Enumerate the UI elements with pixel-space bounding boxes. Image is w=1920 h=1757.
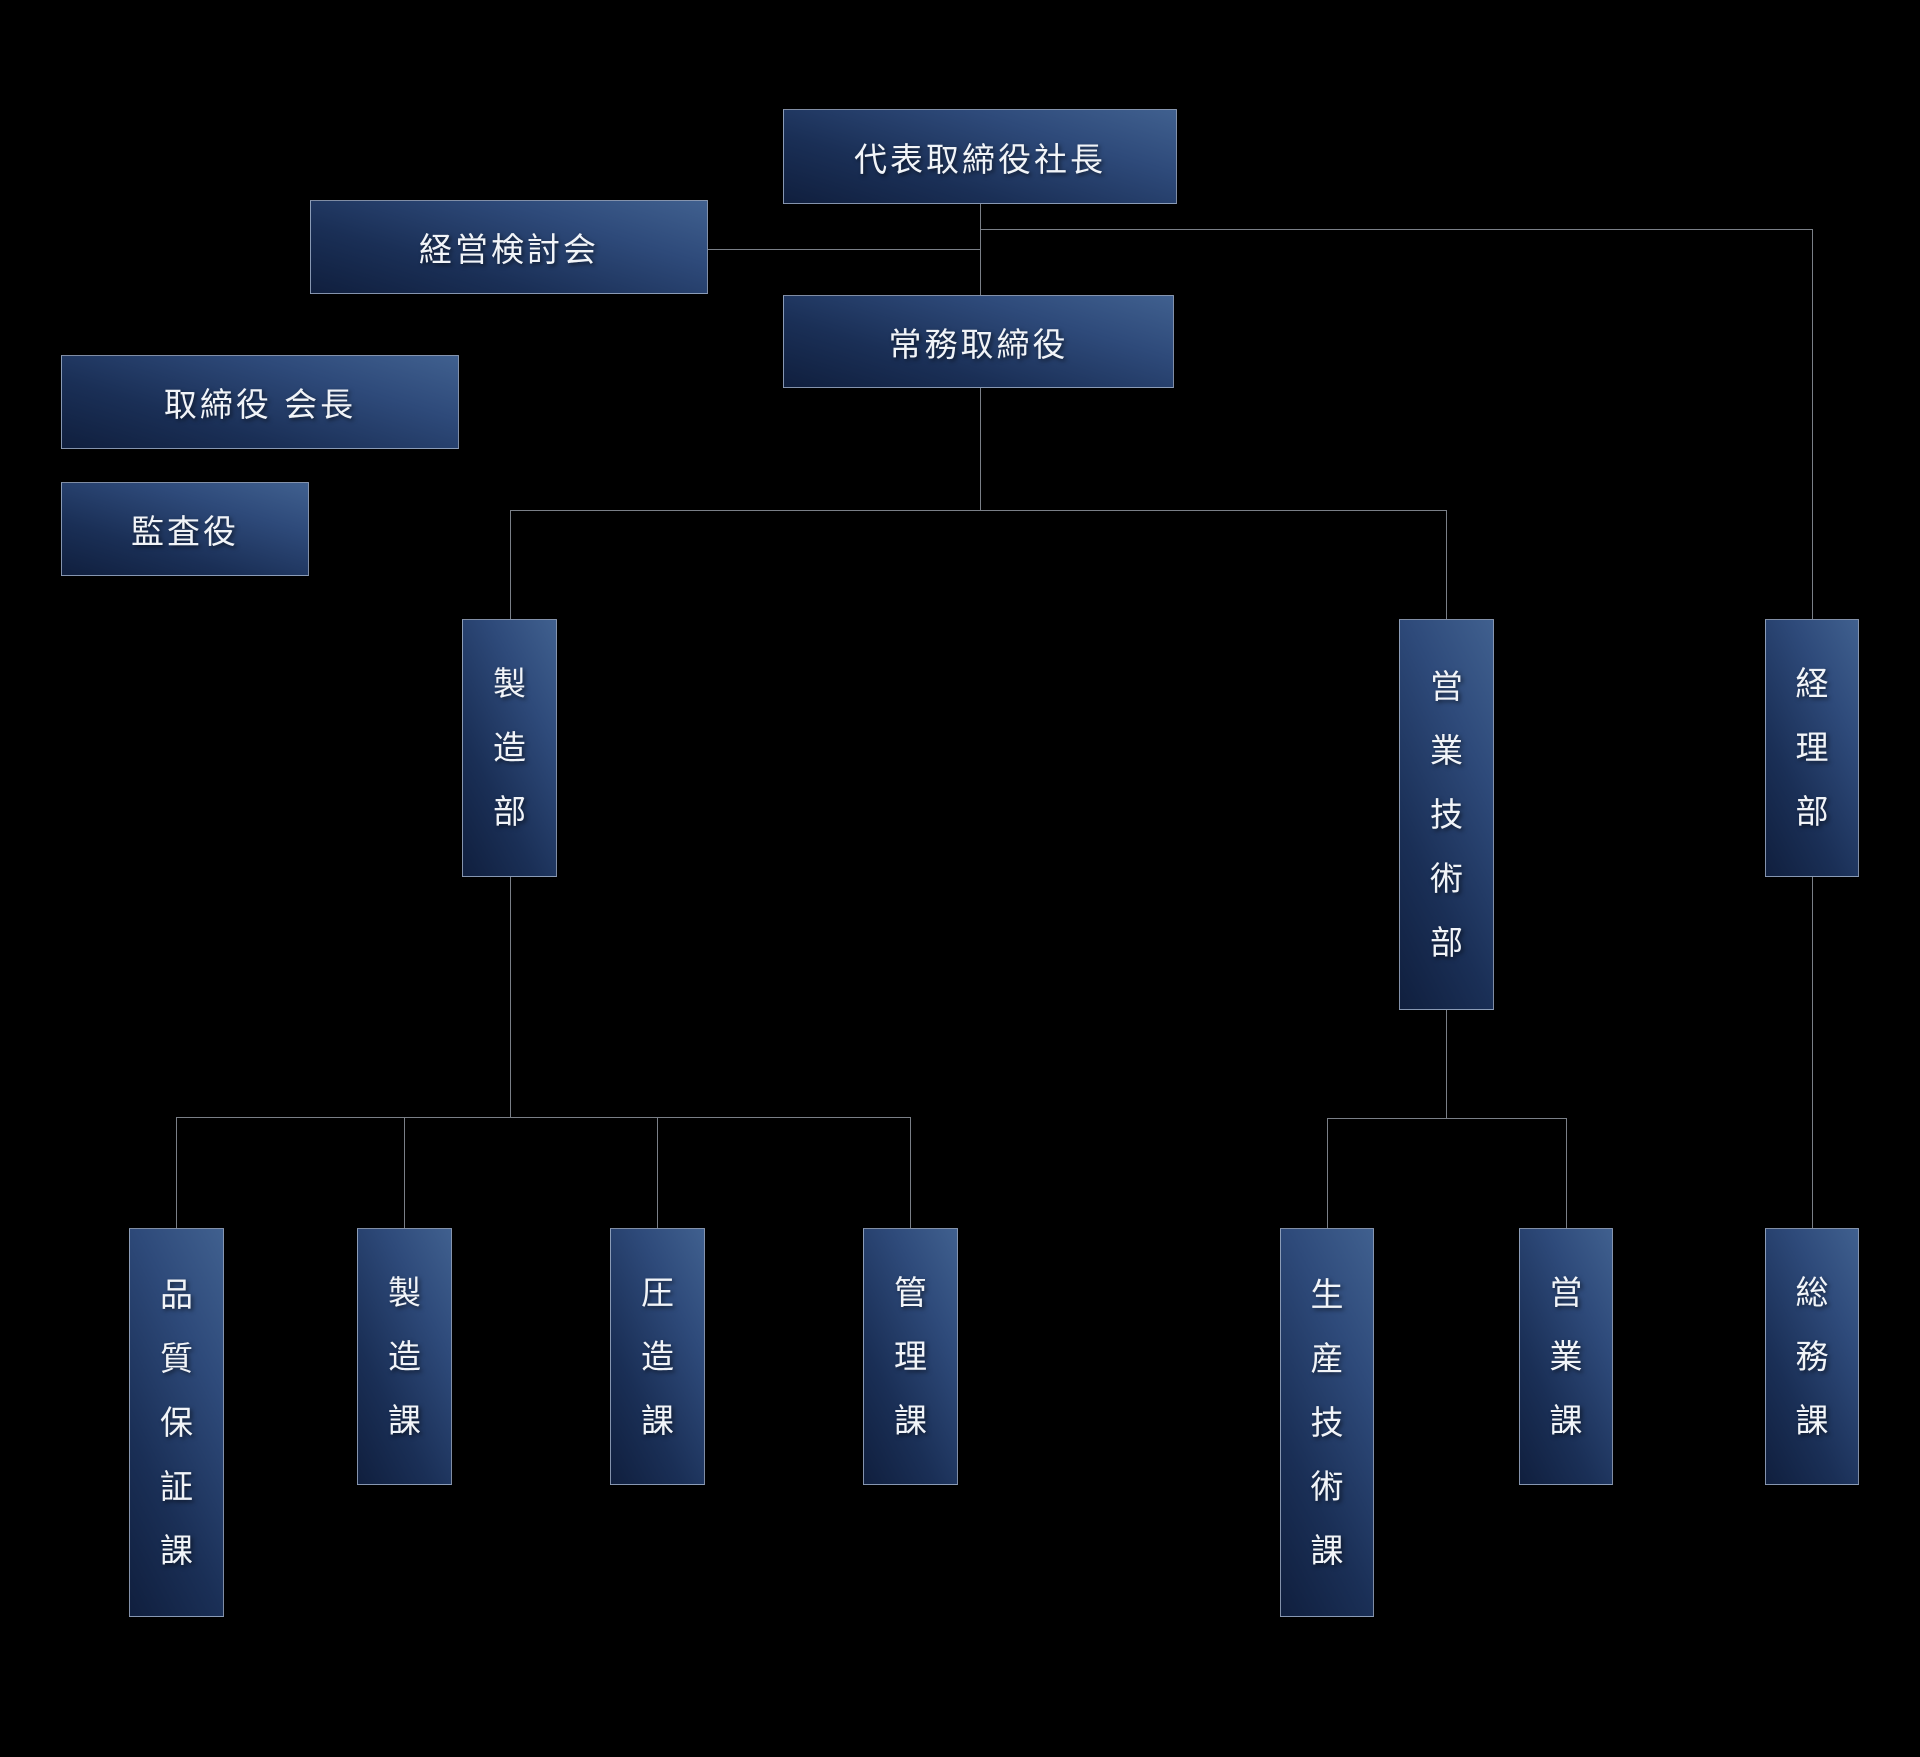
org-node-manufacturing-section[interactable]: 製 造 課 [357, 1228, 452, 1485]
connector-line [404, 1117, 405, 1228]
connector-line [510, 510, 511, 619]
org-node-administration-section[interactable]: 管 理 課 [863, 1228, 958, 1485]
connector-line [1446, 510, 1447, 619]
connector-line [510, 510, 1447, 511]
connector-line [1812, 229, 1813, 619]
connector-line [176, 1117, 911, 1118]
org-node-managing-director[interactable]: 常務取締役 [783, 295, 1174, 388]
org-node-manufacturing-dept[interactable]: 製 造 部 [462, 619, 557, 877]
connector-line [708, 249, 981, 250]
connector-line [1812, 877, 1813, 1228]
org-node-production-engineering-section[interactable]: 生 産 技 術 課 [1280, 1228, 1374, 1617]
org-node-management-review-committee[interactable]: 経営検討会 [310, 200, 708, 294]
connector-line [910, 1117, 911, 1228]
org-node-sales-engineering-dept[interactable]: 営 業 技 術 部 [1399, 619, 1494, 1010]
connector-line [980, 388, 981, 510]
connector-line [1566, 1118, 1567, 1228]
org-node-forging-section[interactable]: 圧 造 課 [610, 1228, 705, 1485]
org-node-director-chairman[interactable]: 取締役 会長 [61, 355, 459, 449]
org-node-quality-assurance-section[interactable]: 品 質 保 証 課 [129, 1228, 224, 1617]
org-node-sales-section[interactable]: 営 業 課 [1519, 1228, 1613, 1485]
org-node-general-affairs-section[interactable]: 総 務 課 [1765, 1228, 1859, 1485]
org-node-accounting-dept[interactable]: 経 理 部 [1765, 619, 1859, 877]
connector-line [176, 1117, 177, 1228]
connector-line [1327, 1118, 1328, 1228]
connector-line [510, 877, 511, 1117]
org-node-auditor[interactable]: 監査役 [61, 482, 309, 576]
connector-line [1446, 1010, 1447, 1118]
connector-line [980, 229, 1813, 230]
org-node-president[interactable]: 代表取締役社長 [783, 109, 1177, 204]
connector-line [1327, 1118, 1567, 1119]
connector-line [657, 1117, 658, 1228]
